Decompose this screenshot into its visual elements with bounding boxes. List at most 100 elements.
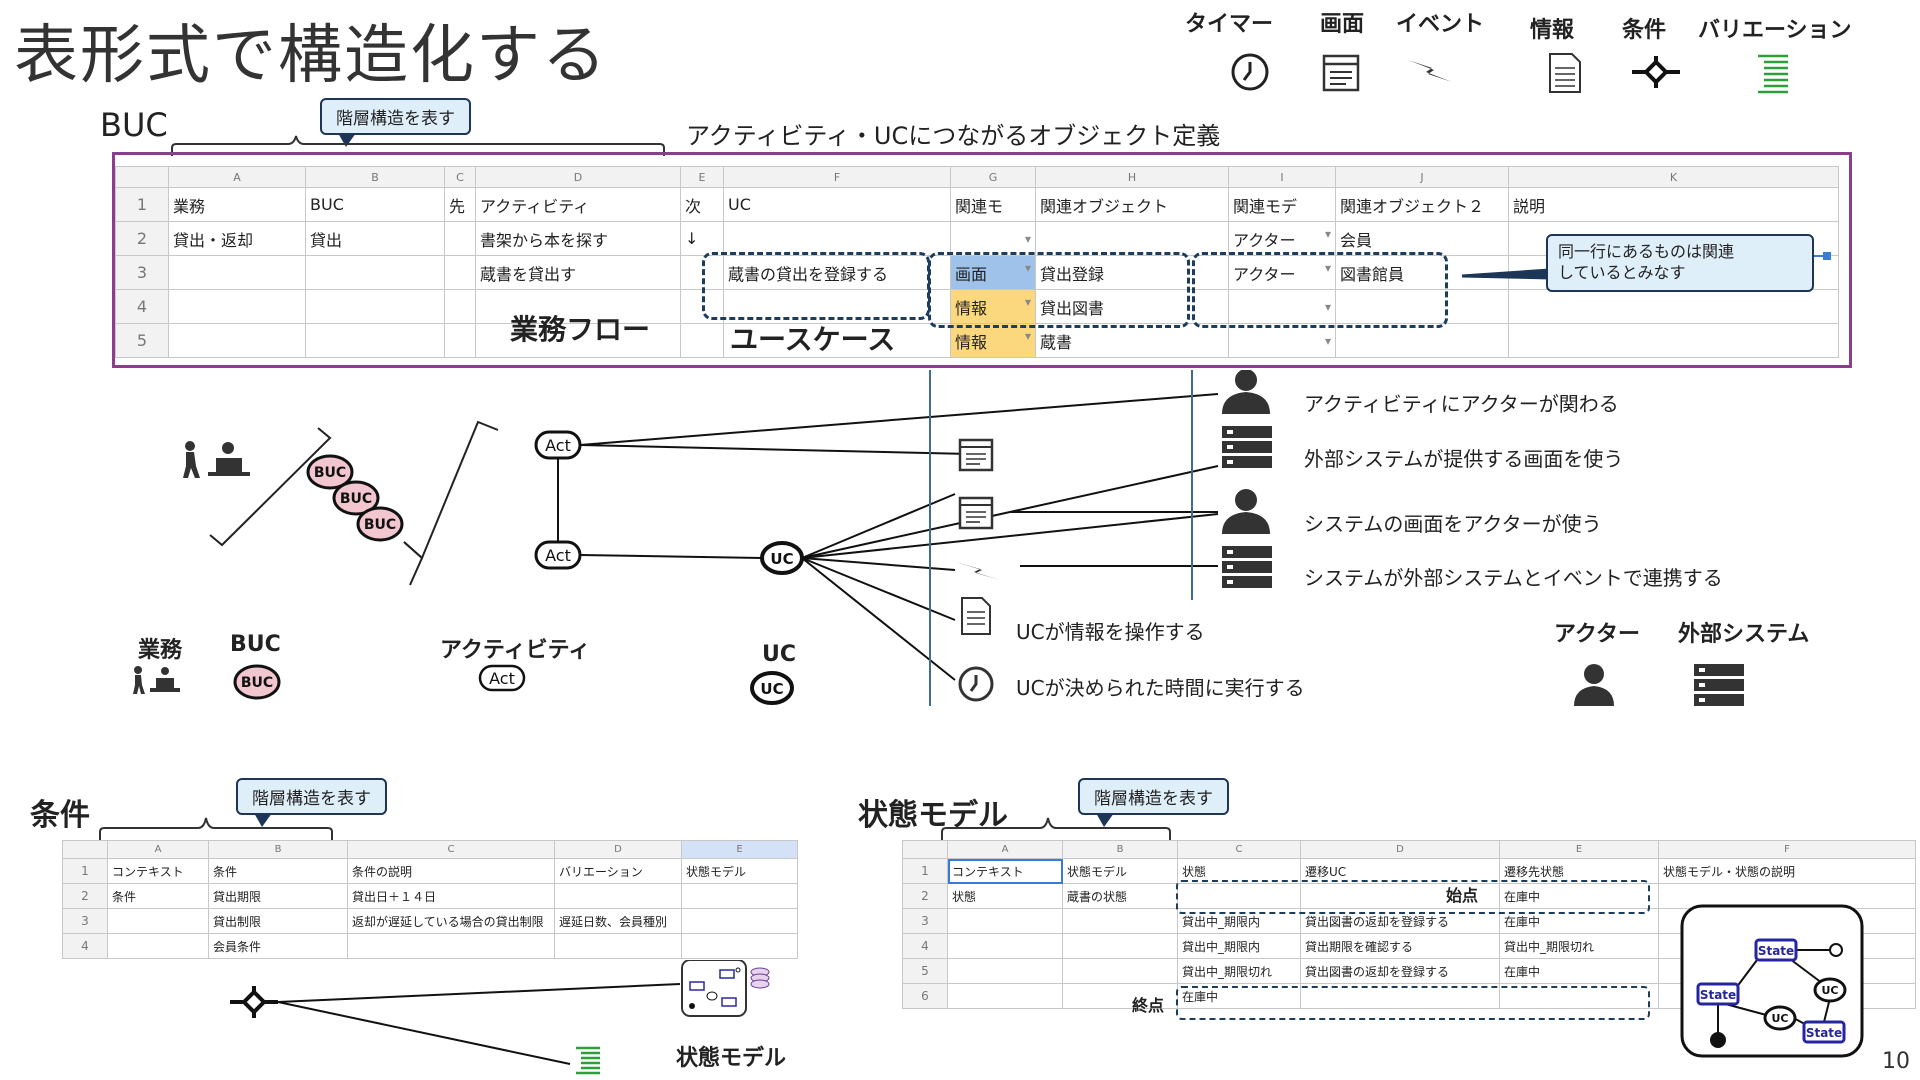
table-cell[interactable] [475,323,681,358]
header-cell[interactable]: コンテキスト [947,858,1063,884]
dropdown-cell[interactable]: アクター [1228,221,1336,256]
table-cell[interactable] [305,289,445,324]
header-cell[interactable]: 条件 [208,858,348,884]
dropdown-cell[interactable]: 画面 [950,255,1036,290]
dropdown-cell[interactable] [950,221,1036,256]
col-letter[interactable]: C [444,166,476,188]
header-cell[interactable]: 関連モデ [1228,187,1336,222]
col-letter[interactable]: H [1035,166,1229,188]
table-cell[interactable] [1300,883,1500,909]
header-cell[interactable]: UC [723,187,951,222]
col-letter[interactable]: F [1658,840,1916,859]
table-cell[interactable] [347,933,555,959]
col-letter[interactable]: D [475,166,681,188]
table-cell[interactable]: 貸出中_期限切れ [1499,933,1659,959]
col-letter[interactable]: G [950,166,1036,188]
table-cell[interactable]: 貸出中_期限内 [1177,933,1301,959]
col-letter[interactable]: C [347,840,555,859]
col-letter[interactable]: A [947,840,1063,859]
header-cell[interactable]: コンテキスト [107,858,209,884]
dropdown-cell[interactable]: アクター [1228,255,1336,290]
table-cell[interactable] [723,221,951,256]
header-cell[interactable]: 次 [680,187,724,222]
table-cell[interactable]: 貸出期限 [208,883,348,909]
table-cell[interactable]: 状態 [947,883,1063,909]
table-cell[interactable] [947,908,1063,934]
header-cell[interactable]: 関連モ [950,187,1036,222]
col-letter[interactable]: E [681,840,798,859]
table-cell[interactable] [168,323,306,358]
table-cell[interactable] [444,289,476,324]
table-cell[interactable] [681,883,798,909]
table-cell[interactable]: 貸出制限 [208,908,348,934]
table-cell[interactable] [1335,323,1509,358]
table-cell[interactable]: 在庫中 [1499,958,1659,984]
col-letter[interactable]: A [107,840,209,859]
header-cell[interactable]: アクティビティ [475,187,681,222]
table-cell[interactable] [305,323,445,358]
table-cell[interactable] [107,908,209,934]
table-cell[interactable]: 貸出図書の返却を登録する [1300,958,1500,984]
header-cell[interactable]: 説明 [1508,187,1839,222]
table-cell[interactable]: 条件 [107,883,209,909]
table-cell[interactable] [947,958,1063,984]
col-letter[interactable]: J [1335,166,1509,188]
header-cell[interactable]: 先 [444,187,476,222]
table-cell[interactable] [1508,289,1839,324]
header-cell[interactable]: バリエーション [554,858,682,884]
header-cell[interactable]: 業務 [168,187,306,222]
table-cell[interactable] [554,883,682,909]
header-cell[interactable]: 状態モデル [1062,858,1178,884]
dropdown-cell[interactable] [1228,323,1336,358]
col-letter[interactable]: F [723,166,951,188]
table-cell[interactable]: 書架から本を探す [475,221,681,256]
table-cell[interactable] [444,221,476,256]
table-cell[interactable] [723,323,951,358]
table-cell[interactable] [1508,323,1839,358]
table-cell[interactable] [1062,933,1178,959]
table-cell[interactable] [444,323,476,358]
col-letter[interactable]: K [1508,166,1839,188]
header-cell[interactable]: 状態モデル [681,858,798,884]
table-cell[interactable] [554,933,682,959]
header-cell[interactable]: 関連オブジェクト [1035,187,1229,222]
table-cell[interactable]: 貸出 [305,221,445,256]
table-cell[interactable] [1335,289,1509,324]
table-cell[interactable] [168,289,306,324]
col-letter[interactable]: B [1062,840,1178,859]
header-cell[interactable]: BUC [305,187,445,222]
table-cell[interactable] [1035,221,1229,256]
table-cell[interactable] [1062,908,1178,934]
table-cell[interactable] [947,933,1063,959]
table-cell[interactable]: 貸出日＋１４日 [347,883,555,909]
table-cell[interactable] [681,933,798,959]
col-letter[interactable]: I [1228,166,1336,188]
table-cell[interactable] [107,933,209,959]
table-cell[interactable]: 貸出・返却 [168,221,306,256]
table-cell[interactable] [947,983,1063,1009]
col-letter[interactable]: D [554,840,682,859]
table-cell[interactable] [475,289,681,324]
col-letter[interactable]: E [680,166,724,188]
col-letter[interactable]: D [1300,840,1500,859]
table-cell[interactable] [168,255,306,290]
col-letter[interactable]: C [1177,840,1301,859]
dropdown-cell[interactable]: 情報 [950,289,1036,324]
col-letter[interactable]: B [208,840,348,859]
table-cell[interactable]: 会員条件 [208,933,348,959]
table-cell[interactable]: 蔵書の状態 [1062,883,1178,909]
header-cell[interactable]: 関連オブジェクト２ [1335,187,1509,222]
table-cell[interactable]: 蔵書の貸出を登録する [723,255,951,290]
table-cell[interactable] [680,323,724,358]
table-cell[interactable] [444,255,476,290]
table-cell[interactable]: 蔵書を貸出す [475,255,681,290]
col-letter[interactable]: B [305,166,445,188]
table-cell[interactable] [681,908,798,934]
table-cell[interactable] [305,255,445,290]
col-letter[interactable]: E [1499,840,1659,859]
col-letter[interactable]: A [168,166,306,188]
table-cell[interactable]: 貸出中_期限切れ [1177,958,1301,984]
dropdown-cell[interactable]: 情報 [950,323,1036,358]
table-cell[interactable]: 蔵書 [1035,323,1229,358]
header-cell[interactable]: 状態モデル・状態の説明 [1658,858,1916,884]
